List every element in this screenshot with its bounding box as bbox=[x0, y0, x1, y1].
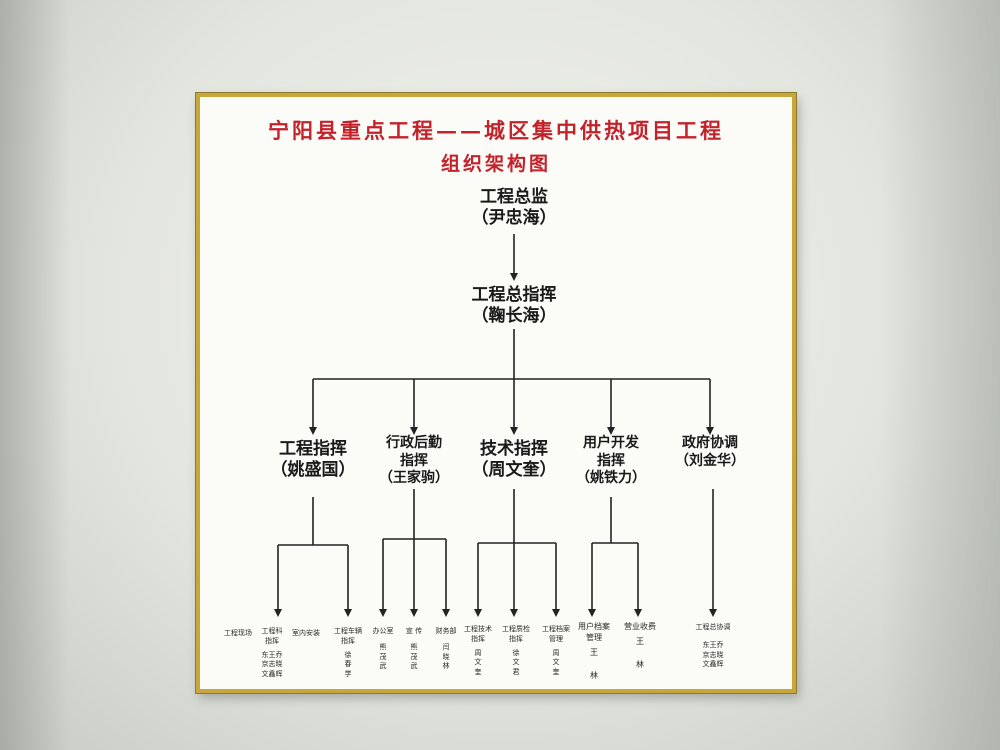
connector-lines bbox=[274, 234, 717, 617]
unit-publicity: 宣 传 熊 茂 武 bbox=[398, 627, 430, 672]
unit-engineering-archives: 工程档案 管理 周 文 奎 bbox=[536, 625, 576, 678]
node-role: 工程总指挥 bbox=[471, 285, 557, 305]
unit-label: 工程技术 指挥 bbox=[464, 625, 492, 643]
node-person: （尹忠海） bbox=[471, 208, 557, 229]
unit-label: 工程总协调 bbox=[695, 623, 731, 631]
node-role: 政府协调 bbox=[682, 435, 738, 451]
unit-indoor-installation: 室内安装 bbox=[288, 629, 324, 639]
chart-subtitle: 组织架构图 bbox=[440, 153, 551, 175]
node-admin-logistics: 行政后勤 指挥 （王家驹） bbox=[359, 435, 469, 488]
unit-members: 徐 春 学 bbox=[344, 650, 352, 679]
node-chief-supervisor: 工程总监 （尹忠海） bbox=[454, 187, 574, 230]
unit-label: 宣 传 bbox=[405, 627, 423, 635]
unit-user-archives: 用户档案 管理 王 林 bbox=[572, 621, 616, 681]
node-person: （王家驹） bbox=[379, 470, 449, 486]
unit-finance: 财务部 闫 晓 林 bbox=[430, 627, 462, 672]
unit-label: 工程质检 指挥 bbox=[502, 625, 530, 643]
node-role: 工程指挥 bbox=[279, 439, 347, 459]
unit-general-coordination: 工程总协调 东王乔 京志晓 文鑫辉 bbox=[688, 623, 738, 670]
unit-label: 办公室 bbox=[372, 627, 394, 635]
node-role: 工程总监 bbox=[480, 187, 548, 207]
node-role: 技术指挥 bbox=[480, 439, 548, 459]
unit-quality-inspection: 工程质检 指挥 徐 文 君 bbox=[496, 625, 536, 678]
unit-billing: 营业收费 王 林 bbox=[620, 621, 660, 670]
node-role-2: 指挥 bbox=[597, 452, 625, 469]
node-person: （周文奎） bbox=[471, 460, 557, 481]
unit-engineering-section: 工程科 指挥 东王乔 京志晓 文鑫辉 bbox=[252, 627, 292, 680]
wall-shadow-left bbox=[0, 0, 70, 750]
node-technical-commander: 技术指挥 （周文奎） bbox=[454, 439, 574, 482]
unit-label: 工程车辆 指挥 bbox=[334, 627, 362, 645]
unit-label: 工程现场 bbox=[224, 629, 252, 637]
unit-label: 财务部 bbox=[435, 627, 457, 635]
node-person: （鞠长海） bbox=[471, 306, 557, 327]
unit-label: 用户档案 管理 bbox=[578, 622, 610, 643]
node-person: （姚盛国） bbox=[270, 460, 356, 481]
unit-label: 工程档案 管理 bbox=[542, 625, 570, 643]
node-government-coordination: 政府协调 （刘金华） bbox=[655, 435, 765, 470]
unit-site: 工程现场 bbox=[220, 629, 256, 639]
unit-members: 周 文 奎 bbox=[474, 648, 482, 677]
unit-members: 王 林 bbox=[636, 637, 644, 669]
unit-members: 东王乔 京志晓 文鑫辉 bbox=[702, 640, 724, 669]
unit-members: 周 文 奎 bbox=[552, 648, 560, 677]
unit-office: 办公室 熊 茂 武 bbox=[366, 627, 400, 672]
unit-members: 徐 文 君 bbox=[512, 648, 520, 677]
unit-members: 东王乔 京志晓 文鑫辉 bbox=[261, 650, 283, 679]
node-chief-commander: 工程总指挥 （鞠长海） bbox=[444, 285, 584, 328]
org-chart-board: 宁阳县重点工程——城区集中供热项目工程 组织架构图 工程总监 （尹忠海） 工程总… bbox=[196, 93, 796, 693]
unit-engineering-technology: 工程技术 指挥 周 文 奎 bbox=[458, 625, 498, 678]
unit-label: 工程科 指挥 bbox=[261, 627, 283, 645]
chart-title: 宁阳县重点工程——城区集中供热项目工程 bbox=[268, 118, 724, 143]
node-person: （姚铁力） bbox=[576, 470, 646, 486]
node-engineering-commander: 工程指挥 （姚盛国） bbox=[253, 439, 373, 482]
node-role-2: 指挥 bbox=[400, 452, 428, 469]
node-role: 行政后勤 bbox=[386, 435, 442, 451]
wall-shadow-right bbox=[880, 0, 1000, 750]
unit-members: 闫 晓 林 bbox=[442, 642, 450, 671]
unit-members: 王 林 bbox=[590, 648, 598, 680]
unit-members: 熊 茂 武 bbox=[379, 642, 387, 671]
unit-members: 熊 茂 武 bbox=[410, 642, 418, 671]
node-role: 用户开发 bbox=[583, 435, 639, 451]
unit-label: 室内安装 bbox=[292, 629, 320, 637]
node-person: （刘金华） bbox=[675, 452, 745, 469]
unit-vehicle: 工程车辆 指挥 徐 春 学 bbox=[326, 627, 370, 680]
node-user-development: 用户开发 指挥 （姚铁力） bbox=[556, 435, 666, 488]
unit-label: 营业收费 bbox=[624, 622, 656, 631]
